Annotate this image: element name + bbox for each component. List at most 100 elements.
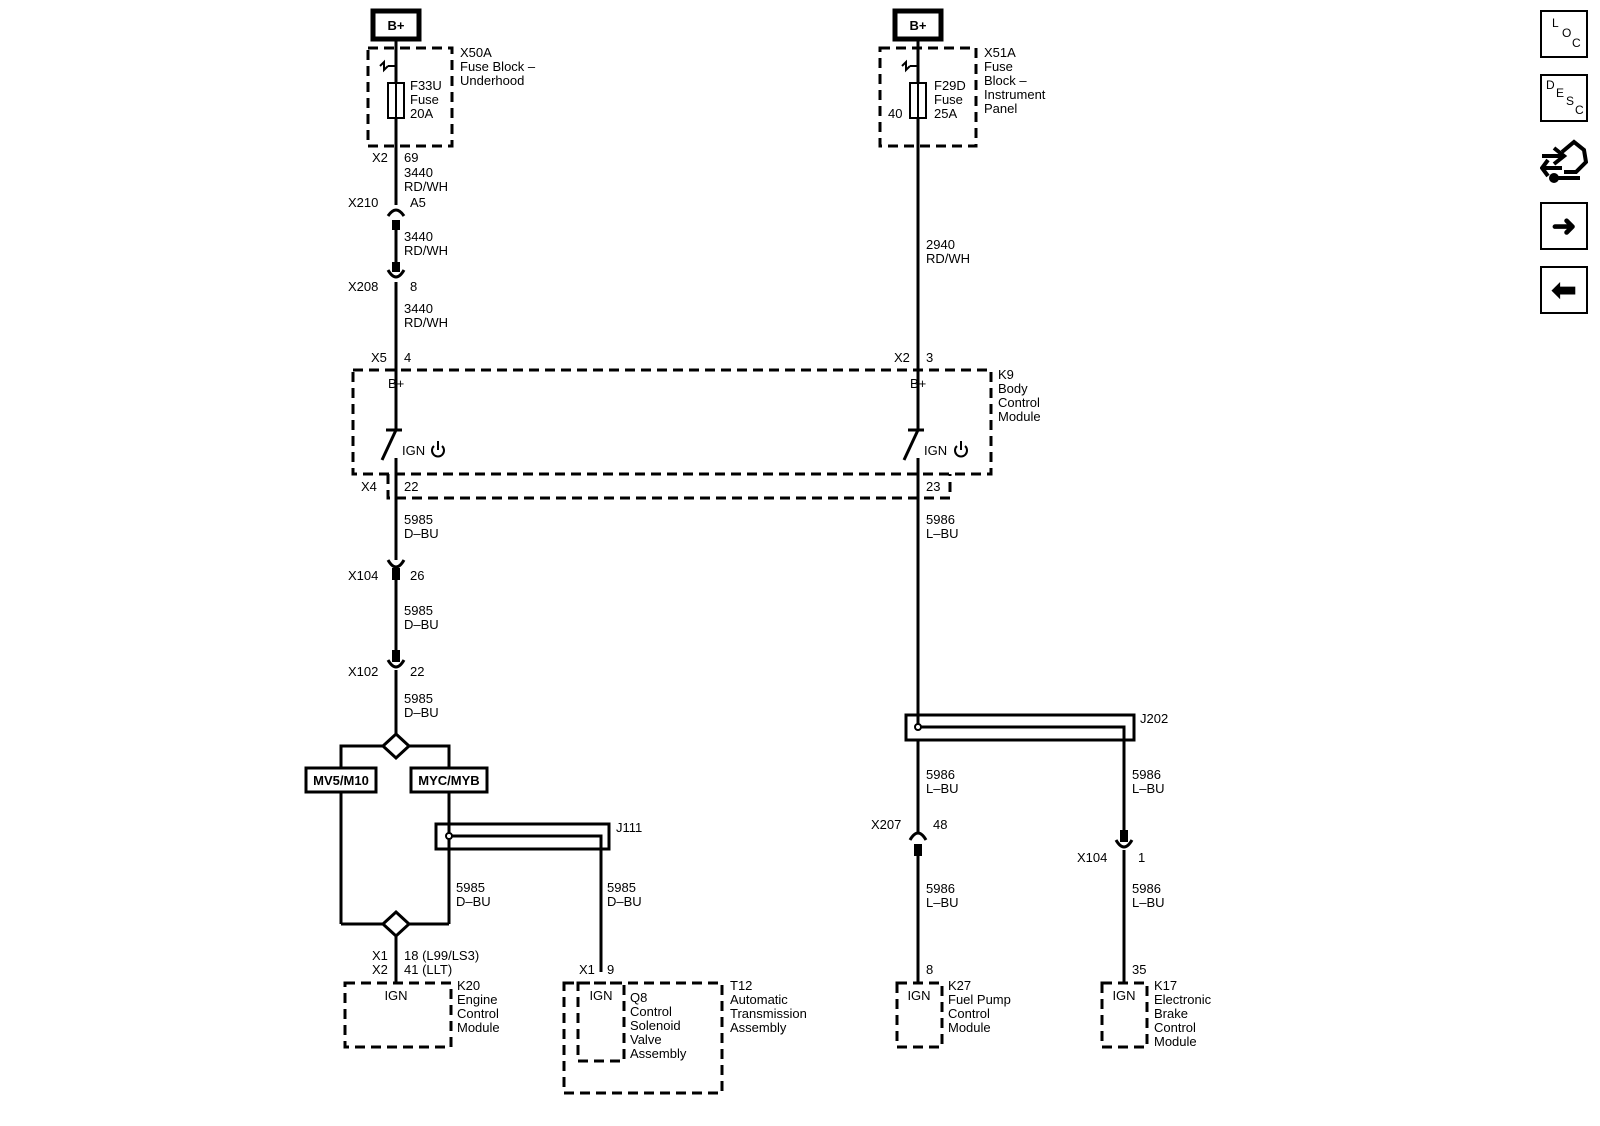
- inline-connector-x104: [386, 559, 406, 569]
- next-page-button[interactable]: ➜: [1540, 202, 1588, 250]
- svg-text:Control: Control: [630, 1004, 672, 1019]
- svg-text:1: 1: [1138, 850, 1145, 865]
- svg-text:Module: Module: [948, 1020, 991, 1035]
- svg-text:X208: X208: [348, 279, 378, 294]
- svg-text:IGN: IGN: [402, 443, 425, 458]
- svg-text:9: 9: [607, 962, 614, 977]
- inline-connector-x210: [386, 208, 406, 217]
- svg-text:3440: 3440: [404, 229, 433, 244]
- svg-text:3440: 3440: [404, 301, 433, 316]
- svg-text:Valve: Valve: [630, 1032, 662, 1047]
- svg-text:Control: Control: [948, 1006, 990, 1021]
- svg-text:X207: X207: [871, 817, 901, 832]
- power-icon: [954, 441, 968, 458]
- svg-text:Body: Body: [998, 381, 1028, 396]
- connector-view-button[interactable]: [1539, 138, 1589, 186]
- svg-text:Assembly: Assembly: [630, 1046, 687, 1061]
- svg-text:40: 40: [888, 106, 902, 121]
- solenoid-valve-q8: [576, 981, 626, 1063]
- svg-text:5986: 5986: [926, 512, 955, 527]
- svg-text:Automatic: Automatic: [730, 992, 788, 1007]
- svg-text:Transmission: Transmission: [730, 1006, 807, 1021]
- svg-text:Fuse: Fuse: [934, 92, 963, 107]
- previous-page-button[interactable]: ⬅: [1540, 266, 1588, 314]
- svg-text:69: 69: [404, 150, 418, 165]
- arrow-right-icon: ➜: [1551, 209, 1577, 243]
- fuse-f33u-label: F33U: [410, 78, 442, 93]
- fuse-f29d-label: F29D: [934, 78, 966, 93]
- svg-text:Fuse: Fuse: [984, 59, 1013, 74]
- svg-text:26: 26: [410, 568, 424, 583]
- k27-id: K27: [948, 978, 971, 993]
- bcm-id: K9: [998, 367, 1014, 382]
- svg-text:48: 48: [933, 817, 947, 832]
- svg-text:L–BU: L–BU: [1132, 781, 1165, 796]
- svg-text:IGN: IGN: [1112, 988, 1135, 1003]
- body-control-module-k9: [351, 368, 993, 476]
- svg-text:5985: 5985: [607, 880, 636, 895]
- option-split-diamond: [380, 731, 412, 761]
- svg-text:5986: 5986: [1132, 767, 1161, 782]
- wiring-diagram: B+ X50A Fuse Block – Underhood F33U Fuse…: [304, 8, 1212, 1095]
- svg-text:RD/WH: RD/WH: [926, 251, 970, 266]
- svg-text:Fuse Block –: Fuse Block –: [460, 59, 536, 74]
- splice-pack-j202: [904, 713, 1136, 742]
- t12-id: T12: [730, 978, 752, 993]
- svg-text:25A: 25A: [934, 106, 957, 121]
- fuse-block-connector-icon: [901, 59, 918, 73]
- inline-connector-x104-right: [1114, 839, 1134, 849]
- svg-text:5985: 5985: [456, 880, 485, 895]
- option-join-diamond: [380, 909, 412, 939]
- transmission-assembly-t12: [562, 981, 724, 1095]
- svg-text:D–BU: D–BU: [404, 617, 439, 632]
- svg-text:X1: X1: [579, 962, 595, 977]
- arrow-left-icon: ⬅: [1551, 273, 1577, 307]
- svg-text:8: 8: [410, 279, 417, 294]
- svg-text:41 (LLT): 41 (LLT): [404, 962, 452, 977]
- svg-text:Underhood: Underhood: [460, 73, 524, 88]
- svg-text:Instrument: Instrument: [984, 87, 1046, 102]
- svg-text:IGN: IGN: [589, 988, 612, 1003]
- ign-switch-left: [380, 429, 398, 461]
- svg-text:Module: Module: [998, 409, 1041, 424]
- fuse-block-x50a: [366, 46, 454, 148]
- svg-text:Electronic: Electronic: [1154, 992, 1212, 1007]
- svg-text:Block –: Block –: [984, 73, 1027, 88]
- svg-text:L–BU: L–BU: [1132, 895, 1165, 910]
- svg-text:23: 23: [926, 479, 940, 494]
- svg-text:5985: 5985: [404, 512, 433, 527]
- svg-text:5985: 5985: [404, 691, 433, 706]
- svg-text:L–BU: L–BU: [926, 526, 959, 541]
- svg-text:Module: Module: [1154, 1034, 1197, 1049]
- svg-text:X2: X2: [372, 962, 388, 977]
- svg-text:18 (L99/LS3): 18 (L99/LS3): [404, 948, 479, 963]
- engine-control-module-k20: [343, 981, 453, 1049]
- k17-id: K17: [1154, 978, 1177, 993]
- inline-connector-x102: [386, 659, 406, 669]
- svg-text:35: 35: [1132, 962, 1146, 977]
- splice-pack-j111: [434, 822, 611, 851]
- svg-text:Fuse: Fuse: [410, 92, 439, 107]
- fuse-block-x51a: [878, 46, 978, 148]
- svg-text:IGN: IGN: [924, 443, 947, 458]
- k20-id: K20: [457, 978, 480, 993]
- svg-text:D–BU: D–BU: [404, 526, 439, 541]
- description-button[interactable]: D E S C: [1540, 74, 1588, 122]
- svg-text:IGN: IGN: [384, 988, 407, 1003]
- svg-text:L–BU: L–BU: [926, 895, 959, 910]
- bcm-connector-x4: [386, 474, 952, 500]
- option-box-myc-myb: [409, 766, 489, 794]
- svg-text:X5: X5: [371, 350, 387, 365]
- svg-text:IGN: IGN: [907, 988, 930, 1003]
- svg-text:L–BU: L–BU: [926, 781, 959, 796]
- svg-text:D–BU: D–BU: [456, 894, 491, 909]
- battery-label-right: B+: [910, 18, 927, 33]
- location-button[interactable]: L O C: [1540, 10, 1588, 58]
- svg-text:D–BU: D–BU: [607, 894, 642, 909]
- svg-text:X104: X104: [1077, 850, 1107, 865]
- battery-label-left: B+: [388, 18, 405, 33]
- svg-text:X2: X2: [372, 150, 388, 165]
- svg-text:5986: 5986: [926, 767, 955, 782]
- svg-text:Fuel Pump: Fuel Pump: [948, 992, 1011, 1007]
- svg-text:J111: J111: [616, 820, 642, 835]
